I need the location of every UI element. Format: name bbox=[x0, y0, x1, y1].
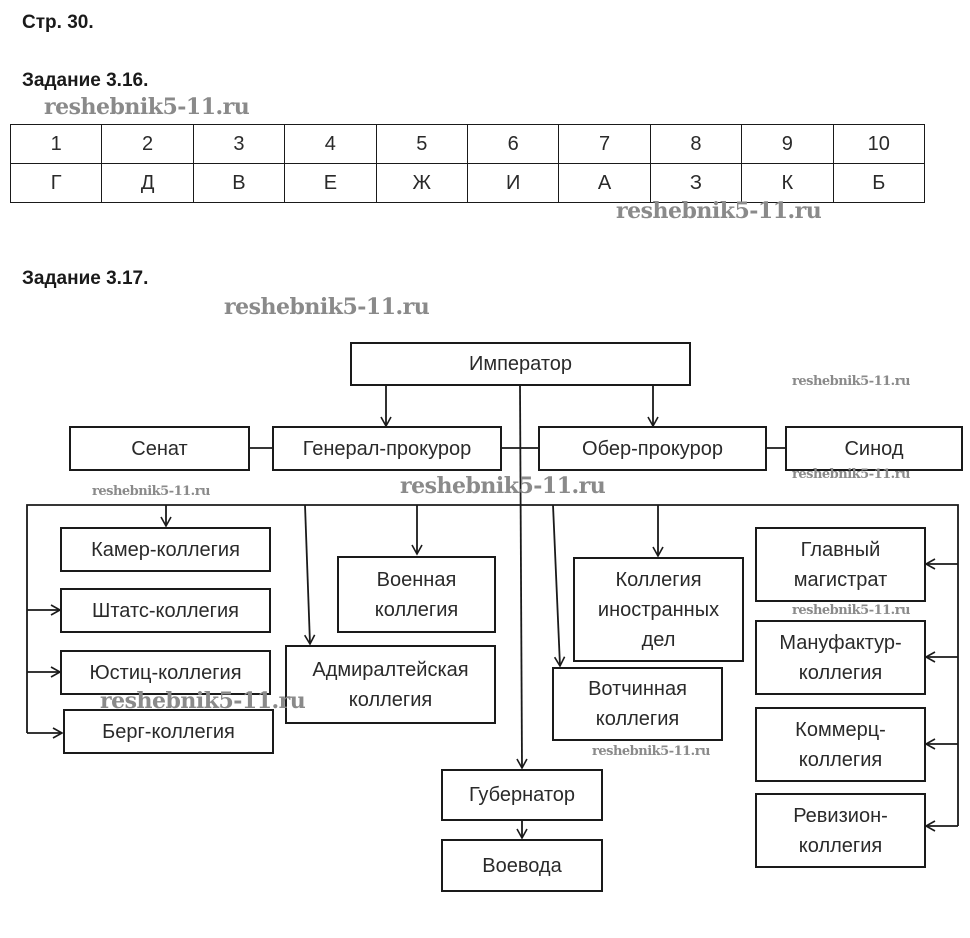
arrow-votchina bbox=[552, 504, 566, 668]
answer-table: 1 2 3 4 5 6 7 8 9 10 Г Д В Е Ж И А З К Б bbox=[9, 124, 926, 203]
watermark: reshebnik5-11.ru bbox=[792, 467, 911, 482]
node-senate: Сенат bbox=[69, 426, 250, 471]
cell: З bbox=[649, 163, 743, 203]
node-procurator-general: Генерал-прокурор bbox=[272, 426, 502, 471]
node-votchina: Вотчинная коллегия bbox=[552, 667, 723, 741]
watermark: reshebnik5-11.ru bbox=[616, 198, 822, 224]
watermark: reshebnik5-11.ru bbox=[92, 484, 211, 499]
node-governor: Губернатор bbox=[441, 769, 603, 821]
letter-row: Г Д В Е Ж И А З К Б bbox=[9, 163, 926, 203]
watermark: reshebnik5-11.ru bbox=[44, 94, 250, 120]
node-kommerts: Коммерц-коллегия bbox=[755, 707, 926, 782]
cell: 10 bbox=[832, 124, 926, 164]
node-shtats: Штатс-коллегия bbox=[60, 588, 271, 633]
cell: 2 bbox=[101, 124, 194, 164]
node-emperor: Император bbox=[350, 342, 691, 386]
node-foreign: Коллегия иностранных дел bbox=[573, 557, 744, 662]
node-justits: Юстиц-коллегия bbox=[60, 650, 271, 695]
cell: 7 bbox=[558, 124, 651, 164]
number-row: 1 2 3 4 5 6 7 8 9 10 bbox=[9, 124, 926, 164]
node-manufaktur: Мануфактур-коллегия bbox=[755, 620, 926, 695]
task-3-17-title: Задание 3.17. bbox=[22, 268, 149, 289]
watermark: reshebnik5-11.ru bbox=[792, 374, 911, 389]
watermark: reshebnik5-11.ru bbox=[224, 294, 430, 320]
node-revizion: Ревизион-коллегия bbox=[755, 793, 926, 868]
cell: К bbox=[741, 163, 834, 203]
node-synod: Синод bbox=[785, 426, 963, 471]
cell: 9 bbox=[741, 124, 834, 164]
page-label: Стр. 30. bbox=[22, 12, 94, 33]
node-military: Военная коллегия bbox=[337, 556, 496, 633]
cell: 5 bbox=[375, 124, 468, 164]
watermark: reshebnik5-11.ru bbox=[400, 473, 606, 499]
arrow-emperor-governor bbox=[516, 384, 528, 770]
cell: Ж bbox=[375, 163, 468, 203]
cell: 8 bbox=[649, 124, 743, 164]
node-magistrat: Главный магистрат bbox=[755, 527, 926, 602]
cell: Е bbox=[284, 163, 377, 203]
node-admiralty: Адмиралтейская коллегия bbox=[285, 645, 496, 724]
node-kamer: Камер-коллегия bbox=[60, 527, 271, 572]
collegia-bracket bbox=[26, 504, 959, 826]
cell: Д bbox=[101, 163, 194, 203]
node-chief-procurator: Обер-прокурор bbox=[538, 426, 767, 471]
arrow-admiralty bbox=[303, 504, 316, 646]
cell: И bbox=[466, 163, 560, 203]
node-voevoda: Воевода bbox=[441, 839, 603, 892]
cell: Г bbox=[9, 163, 103, 203]
watermark: reshebnik5-11.ru bbox=[592, 744, 711, 759]
cell: Б bbox=[832, 163, 926, 203]
node-berg: Берг-коллегия bbox=[63, 709, 274, 754]
watermark: reshebnik5-11.ru bbox=[100, 688, 306, 714]
cell: В bbox=[192, 163, 286, 203]
cell: А bbox=[558, 163, 651, 203]
cell: 1 bbox=[9, 124, 103, 164]
task-3-16-title: Задание 3.16. bbox=[22, 70, 149, 91]
watermark: reshebnik5-11.ru bbox=[792, 603, 911, 618]
